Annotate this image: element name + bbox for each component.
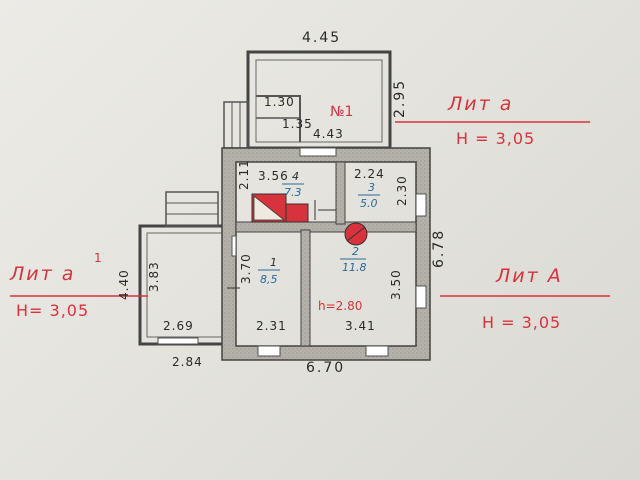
left-annex-window (157, 337, 199, 345)
window-left (231, 235, 237, 257)
room1-area: 8,5 (260, 273, 278, 286)
window-bottom-right (365, 345, 389, 357)
main-outer-wall (221, 147, 431, 361)
annex-a-height: Н = 3,05 (456, 129, 535, 148)
main-building (221, 147, 431, 361)
annex-a1-name: Лит а (9, 263, 75, 285)
window-right-lower (415, 285, 427, 309)
annex-a-name: Лит а (447, 93, 513, 115)
room3-number: 3 (368, 181, 375, 194)
dim-top-annex-width: 4.45 (302, 30, 341, 46)
room2-number: 2 (352, 245, 359, 258)
room3-width: 2.24 (354, 167, 385, 181)
room-number-one: №1 (330, 104, 353, 120)
main-building-name: Лит А (495, 265, 563, 287)
window-right-upper (415, 193, 427, 217)
top-annex-small-room-wall (256, 95, 301, 142)
dim-small-room-h: 1.35 (282, 117, 313, 131)
dim-left-annex-width: 2.84 (172, 355, 203, 369)
main-horizontal-partition (235, 221, 417, 233)
left-annex-steps (165, 191, 219, 227)
room4-height: 2.11 (237, 159, 251, 190)
room4-width: 3.56 (258, 169, 289, 183)
left-annex-room-height: 3.83 (147, 261, 161, 292)
room2-ceiling-height: h=2.80 (318, 299, 362, 313)
dim-left-annex-height: 4.40 (117, 269, 131, 300)
dim-small-room-w: 1.30 (264, 95, 295, 109)
left-annex-width: 2.69 (163, 319, 194, 333)
room3-height: 2.30 (395, 175, 409, 206)
partition-room1-room2 (300, 229, 311, 347)
top-annex (223, 50, 392, 150)
top-annex-inner-wall (255, 59, 383, 143)
room2-height: 3.50 (389, 269, 403, 300)
room1-number: 1 (270, 256, 277, 269)
room2-area: 11.8 (342, 261, 367, 274)
annex-a1-superscript: 1 (94, 251, 102, 265)
dim-main-width: 6.70 (306, 360, 345, 376)
partition-room3-left (335, 161, 346, 225)
main-building-height: Н = 3,05 (482, 313, 561, 332)
room1-height: 3.70 (239, 253, 253, 284)
window-top (299, 147, 337, 157)
window-bottom-left (257, 345, 281, 357)
room4-area: 7.3 (284, 186, 302, 199)
room1-width: 2.31 (256, 319, 287, 333)
dim-top-annex-height: 2.95 (392, 79, 408, 118)
annex-a1-height: Н= 3,05 (16, 301, 89, 320)
top-annex-porch (223, 101, 249, 149)
dim-annex-inner: 4.43 (313, 127, 344, 141)
dim-main-height: 6.78 (431, 229, 447, 268)
room3-area: 5.0 (360, 197, 378, 210)
stove-extension (285, 203, 309, 223)
room4-number: 4 (292, 170, 299, 183)
room2-width: 3.41 (345, 319, 376, 333)
